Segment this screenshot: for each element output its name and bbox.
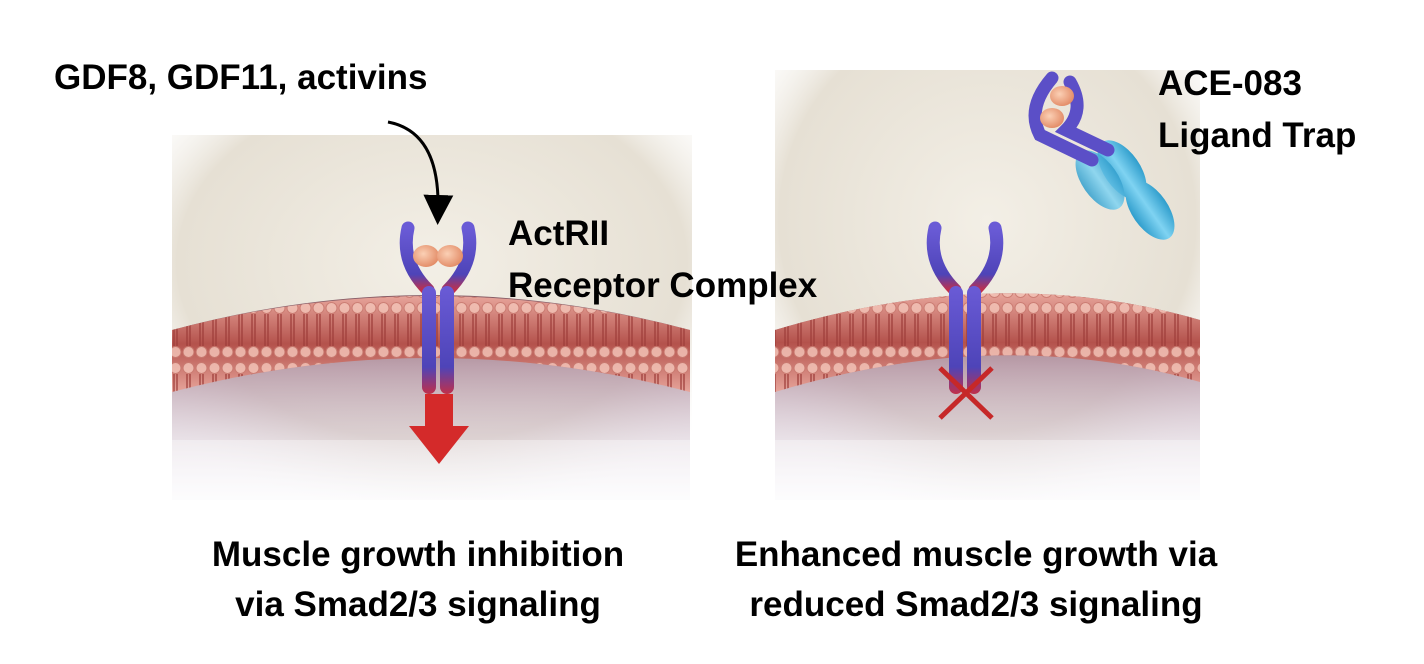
right-panel	[775, 70, 1200, 500]
left-caption: Muscle growth inhibition via Smad2/3 sig…	[158, 530, 678, 630]
left-receptor	[399, 221, 477, 394]
left-caption-line1: Muscle growth inhibition	[211, 535, 625, 574]
trap-label-line2: Ligand Trap	[1158, 116, 1357, 155]
ligands-label: GDF8, GDF11, activins	[54, 58, 428, 97]
receptor-label: ActRII Receptor Complex	[508, 208, 817, 312]
signal-arrow	[409, 394, 469, 464]
blocked-signal-x	[938, 366, 994, 420]
ace-083-ligand-trap	[1028, 71, 1175, 240]
right-caption: Enhanced muscle growth via reduced Smad2…	[716, 530, 1236, 630]
receptor-label-line1: ActRII	[508, 214, 610, 253]
trap-label-line1: ACE-083	[1158, 64, 1302, 103]
right-caption-line1: Enhanced muscle growth via	[734, 535, 1218, 574]
binding-arrow	[387, 120, 454, 225]
left-panel	[172, 120, 692, 500]
left-ligand	[413, 245, 463, 267]
left-caption-line2: via Smad2/3 signaling	[235, 585, 601, 624]
trap-label: ACE-083 Ligand Trap	[1158, 58, 1356, 162]
right-lipid-bilayer	[775, 293, 1200, 392]
right-caption-line2: reduced Smad2/3 signaling	[749, 585, 1203, 624]
receptor-label-line2: Receptor Complex	[508, 266, 818, 305]
right-receptor	[926, 221, 1004, 394]
